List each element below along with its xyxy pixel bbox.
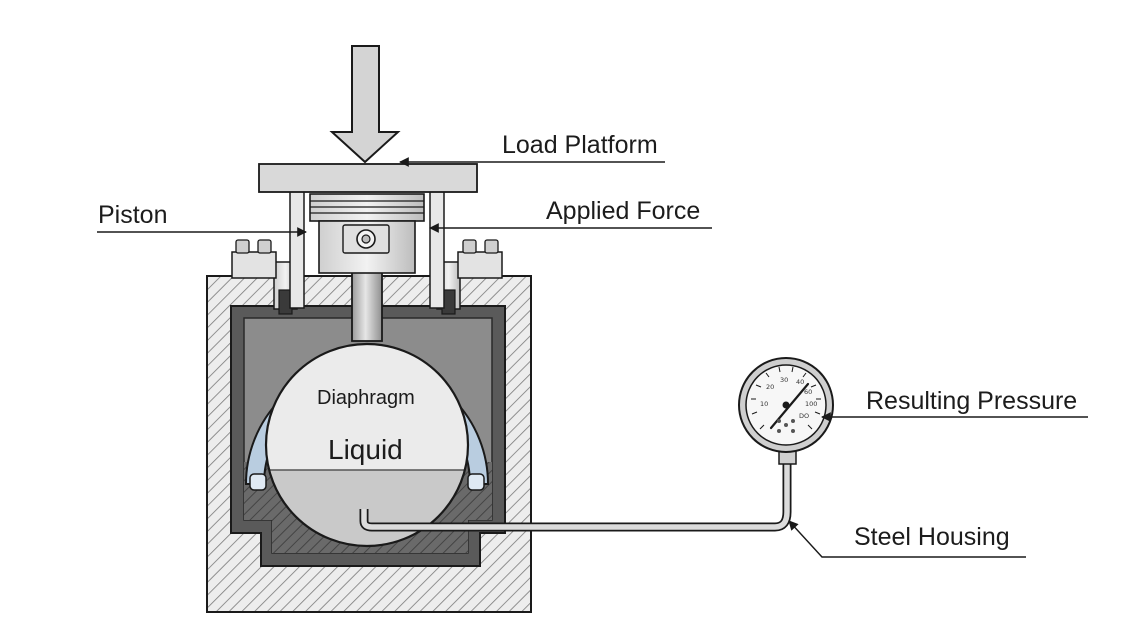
piston-head bbox=[309, 193, 425, 274]
bolted-flanges bbox=[231, 239, 503, 279]
label-diaphragm: Diaphragm bbox=[317, 387, 415, 409]
gauge-dial-number: 20 bbox=[766, 383, 774, 391]
leader-lines bbox=[97, 157, 1088, 558]
pressure-gauge: 10 20 30 40 60 100 DO bbox=[738, 357, 834, 465]
gauge-dial-number: 30 bbox=[780, 376, 788, 384]
load-platform bbox=[258, 163, 478, 193]
load-arrow bbox=[329, 45, 401, 164]
pressure-pipe bbox=[359, 462, 792, 532]
label-piston: Piston bbox=[98, 201, 167, 229]
gauge-dial-number: 40 bbox=[796, 378, 804, 386]
label-steel-housing: Steel Housing bbox=[854, 523, 1010, 551]
label-liquid: Liquid bbox=[328, 434, 403, 465]
label-load-platform: Load Platform bbox=[502, 131, 658, 159]
gauge-dial-number: 100 bbox=[805, 400, 817, 408]
gauge-dial-number: DO bbox=[799, 412, 809, 420]
label-applied-force: Applied Force bbox=[546, 197, 700, 225]
gauge-ticks bbox=[751, 366, 821, 430]
piston-cylinder bbox=[289, 189, 445, 309]
label-resulting-pressure: Resulting Pressure bbox=[866, 387, 1077, 415]
gauge-dial-number: 60 bbox=[804, 388, 812, 396]
gauge-dial-number: 10 bbox=[760, 400, 768, 408]
